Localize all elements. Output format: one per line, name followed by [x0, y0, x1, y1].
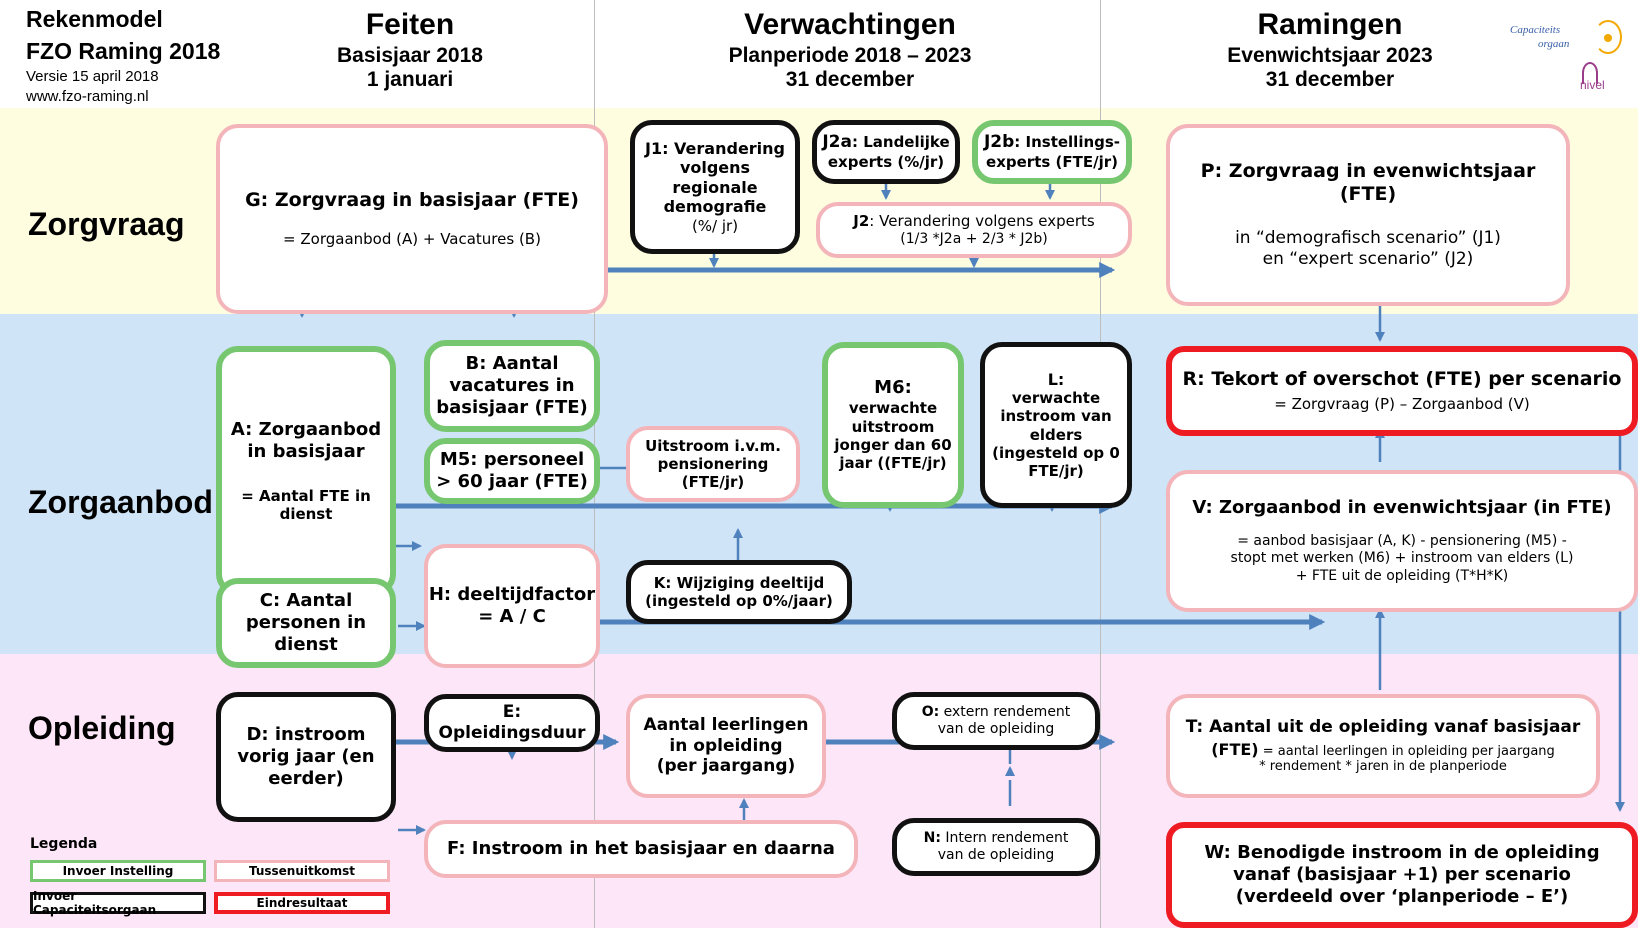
box-a-zorgaanbod-basisjaar: A: Zorgaanbod in basisjaar = Aantal FTE …	[216, 346, 396, 596]
box-r-tekort-overschot: R: Tekort of overschot (FTE) per scenari…	[1166, 346, 1638, 436]
row-label-zorgaanbod: Zorgaanbod	[28, 484, 213, 520]
legend-invoer-instelling: Invoer Instelling	[30, 860, 206, 882]
box-j2b-instellings-experts: J2b: Instellings- experts (FTE/jr)	[972, 120, 1132, 184]
box-uitstroom-pensionering: Uitstroom i.v.m. pensionering (FTE/jr)	[626, 426, 800, 502]
column-header-verwachtingen: Verwachtingen Planperiode 2018 – 2023 31…	[728, 8, 972, 91]
box-n-intern-rendement: N: Intern rendement van de opleiding	[892, 818, 1100, 876]
box-j2a-landelijke-experts: J2a: Landelijke experts (%/jr)	[812, 120, 960, 184]
box-b-vacatures: B: Aantal vacatures in basisjaar (FTE)	[424, 340, 600, 432]
box-c-aantal-personen: C: Aantal personen in dienst	[216, 578, 396, 668]
box-v-zorgaanbod-evenwichtsjaar: V: Zorgaanbod in evenwichtsjaar (in FTE)…	[1166, 470, 1638, 612]
box-p-zorgvraag-evenwichtsjaar: P: Zorgvraag in evenwichtsjaar (FTE) in …	[1166, 124, 1570, 306]
legend-invoer-capaciteitsorgaan: Invoer Capaciteitsorgaan	[30, 889, 206, 917]
legend-tussenuitkomst: Tussenuitkomst	[214, 860, 390, 882]
version-text: Versie 15 april 2018	[26, 68, 159, 85]
website-link[interactable]: www.fzo-raming.nl	[26, 88, 149, 105]
box-k-wijziging-deeltijd: K: Wijziging deeltijd (ingesteld op 0%/j…	[626, 560, 852, 624]
column-header-feiten: Feiten Basisjaar 2018 1 januari	[337, 8, 483, 91]
box-j2-verandering-experts: J2: Verandering volgens experts (1/3 *J2…	[816, 202, 1132, 258]
box-e-opleidingsduur: E: Opleidingsduur	[424, 694, 600, 752]
legend-title: Legenda	[30, 836, 98, 852]
row-label-opleiding: Opleiding	[28, 710, 176, 746]
nivel-logo: nivel	[1572, 60, 1628, 96]
model-subtitle: FZO Raming 2018	[26, 38, 221, 64]
box-f-instroom-basisjaar: F: Instroom in het basisjaar en daarna	[424, 820, 858, 878]
legend-eindresultaat: Eindresultaat	[214, 892, 390, 914]
column-header-ramingen: Ramingen Evenwichtsjaar 2023 31 december	[1227, 8, 1433, 91]
capaciteitsorgaan-logo: Capaciteits orgaan	[1510, 20, 1628, 60]
box-t-aantal-uit-opleiding: T: Aantal uit de opleiding vanaf basisja…	[1166, 694, 1600, 798]
box-m6-verwachte-uitstroom: M6: verwachte uitstroom jonger dan 60 ja…	[822, 342, 964, 508]
box-o-extern-rendement: O: extern rendement van de opleiding	[892, 692, 1100, 750]
box-l-verwachte-instroom: L: verwachte instroom van elders (ingest…	[980, 342, 1132, 508]
box-d-instroom-vorig-jaar: D: instroom vorig jaar (en eerder)	[216, 692, 396, 822]
box-m5-personeel-60: M5: personeel > 60 jaar (FTE)	[424, 438, 600, 504]
box-j1-demografie: J1: Verandering volgens regionale demogr…	[630, 120, 800, 254]
model-title: Rekenmodel	[26, 6, 163, 32]
box-aantal-leerlingen: Aantal leerlingen in opleiding (per jaar…	[626, 694, 826, 798]
box-w-benodigde-instroom: W: Benodigde instroom in de opleiding va…	[1166, 822, 1638, 928]
box-g-zorgvraag-basisjaar: G: Zorgvraag in basisjaar (FTE) = Zorgaa…	[216, 124, 608, 314]
box-h-deeltijdfactor: H: deeltijdfactor = A / C	[424, 544, 600, 668]
row-label-zorgvraag: Zorgvraag	[28, 206, 185, 242]
